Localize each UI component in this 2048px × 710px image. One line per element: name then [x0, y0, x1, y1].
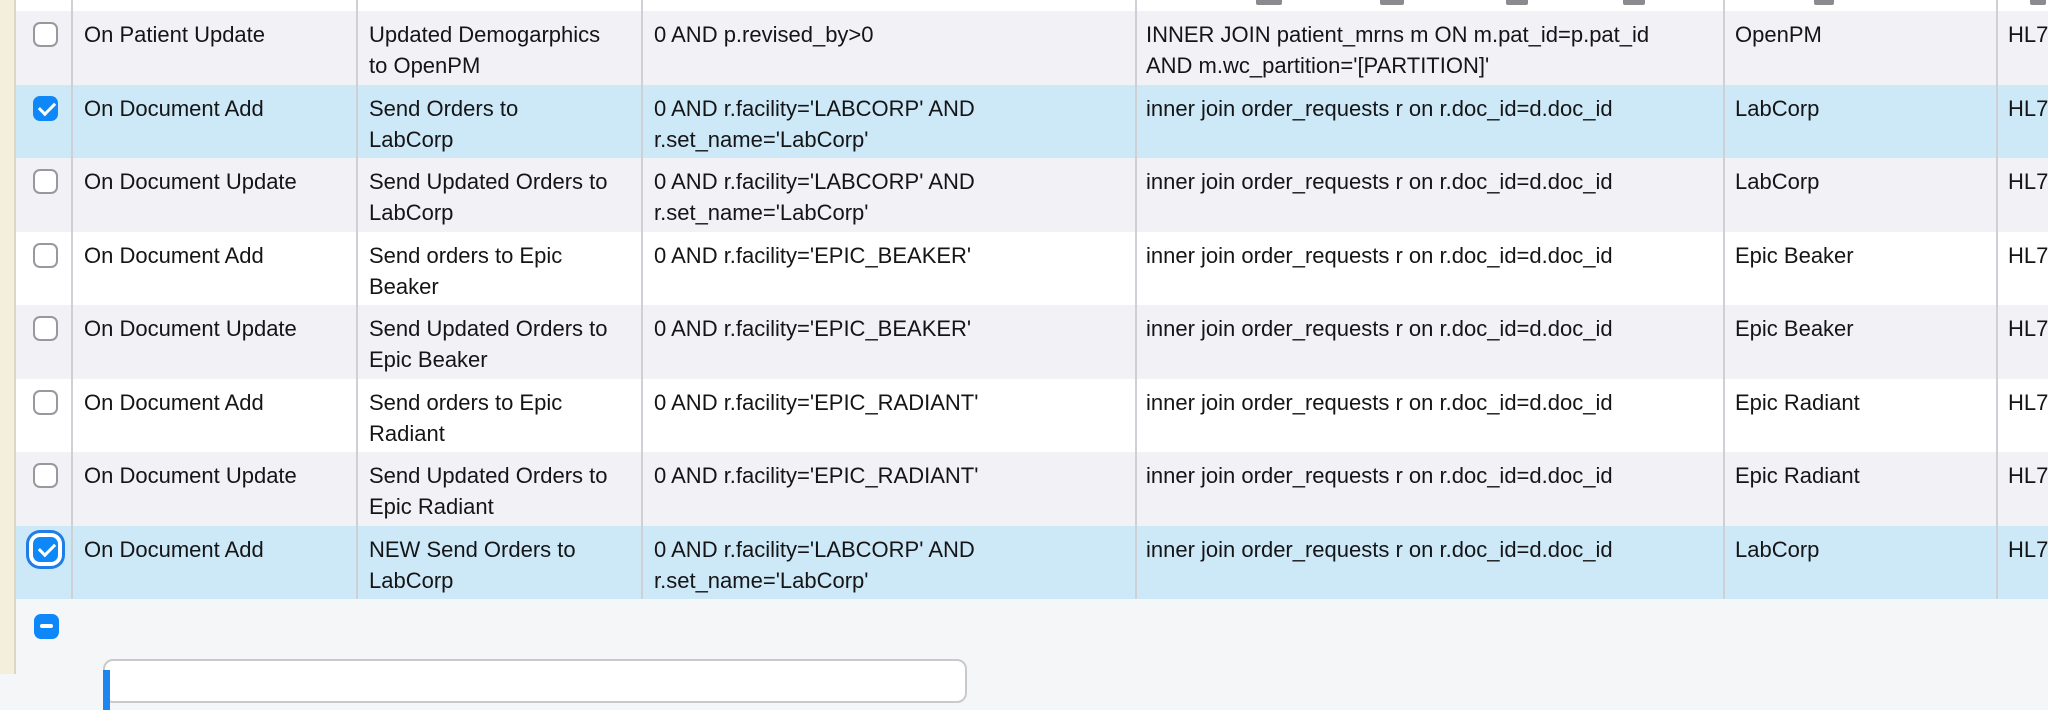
cell-join: inner join order_requests r on r.doc_id=…: [1137, 378, 1725, 452]
page: { "page": { "background_color": "#f5f6f8…: [0, 0, 2048, 674]
cell-description: Send Updated Orders to LabCorp: [358, 158, 643, 232]
cell-description: Send Updated Orders to Epic Radiant: [358, 452, 643, 526]
remove-row-button[interactable]: [34, 614, 59, 639]
cell-event: On Document Add: [73, 525, 358, 599]
clipped-text-fragment: [1623, 0, 1645, 5]
clipped-text-fragment: [1506, 0, 1528, 5]
clipped-text-fragment: [1256, 0, 1282, 5]
cell-event: On Document Update: [73, 452, 358, 526]
cell-condition: 0 AND r.facility='LABCORP' AND r.set_nam…: [643, 525, 1137, 599]
clipped-cell: [643, 0, 1137, 11]
cell-description: NEW Send Orders to LabCorp: [358, 525, 643, 599]
cell-protocol: HL7: [2008, 242, 2048, 268]
page-left-margin: [0, 0, 16, 674]
cell-join: inner join order_requests r on r.doc_id=…: [1137, 525, 1725, 599]
row-select-cell: [16, 305, 73, 379]
cell-join: INNER JOIN patient_mrns m ON m.pat_id=p.…: [1137, 11, 1725, 85]
cell-description: Send Updated Orders to Epic Beaker: [358, 305, 643, 379]
cell-event: On Document Add: [73, 84, 358, 158]
cell-facility: Epic Radiant: [1725, 452, 1998, 526]
minus-icon: [40, 624, 53, 628]
row-checkbox[interactable]: [33, 389, 58, 415]
cell-event: On Document Add: [73, 231, 358, 305]
cell-facility: LabCorp: [1725, 525, 1998, 599]
cell-facility: LabCorp: [1725, 84, 1998, 158]
cell-condition: 0 AND r.facility='EPIC_BEAKER': [643, 305, 1137, 379]
cell-event: On Document Update: [73, 158, 358, 232]
row-checkbox-checked-icon[interactable]: [33, 536, 58, 562]
cell-event: On Patient Update: [73, 11, 358, 85]
detail-panel: [103, 659, 967, 710]
cell-condition: 0 AND r.facility='LABCORP' AND r.set_nam…: [643, 158, 1137, 232]
cell-protocol: HL7: [2008, 316, 2048, 341]
cell-protocol: HL7: [2008, 536, 2048, 562]
cell-facility: Epic Beaker: [1725, 231, 1998, 305]
cell-description: Send orders to Epic Radiant: [358, 378, 643, 452]
cell-condition: 0 AND r.facility='EPIC_RADIANT': [643, 378, 1137, 452]
row-select-cell: [16, 525, 73, 599]
clipped-text-fragment: [2030, 0, 2046, 5]
row-select-cell: [16, 231, 73, 305]
cell-join: inner join order_requests r on r.doc_id=…: [1137, 84, 1725, 158]
cell-event: On Document Add: [73, 378, 358, 452]
panel-accent-bar: [103, 670, 110, 710]
cell-join: inner join order_requests r on r.doc_id=…: [1137, 305, 1725, 379]
row-checkbox[interactable]: [33, 169, 58, 194]
row-select-cell: [16, 84, 73, 158]
clipped-cell: [16, 0, 73, 11]
row-checkbox[interactable]: [33, 316, 58, 341]
row-checkbox[interactable]: [33, 242, 58, 268]
row-select-cell: [16, 158, 73, 232]
row-checkbox-checked-icon[interactable]: [33, 95, 58, 121]
row-checkbox[interactable]: [33, 463, 58, 488]
clipped-cell: [73, 0, 358, 11]
cell-description: Updated Demogarphics to OpenPM: [358, 11, 643, 85]
cell-protocol: HL7: [2008, 22, 2048, 47]
clipped-text-fragment: [1814, 0, 1834, 5]
cell-condition: 0 AND r.facility='EPIC_BEAKER': [643, 231, 1137, 305]
cell-protocol: HL7: [2008, 389, 2048, 415]
cell-condition: 0 AND r.facility='EPIC_RADIANT': [643, 452, 1137, 526]
cell-facility: OpenPM: [1725, 11, 1998, 85]
cell-protocol: HL7: [2008, 95, 2048, 121]
cell-protocol: HL7: [2008, 463, 2048, 488]
cell-description: Send orders to Epic Beaker: [358, 231, 643, 305]
clipped-cell: [1137, 0, 1725, 11]
cell-join: inner join order_requests r on r.doc_id=…: [1137, 231, 1725, 305]
row-select-cell: [16, 11, 73, 85]
clipped-row-above: [16, 0, 2048, 11]
cell-event: On Document Update: [73, 305, 358, 379]
clipped-cell: [1725, 0, 1998, 11]
cell-facility: Epic Beaker: [1725, 305, 1998, 379]
cell-description: Send Orders to LabCorp: [358, 84, 643, 158]
row-select-cell: [16, 378, 73, 452]
clipped-cell: [358, 0, 643, 11]
clipped-text-fragment: [1380, 0, 1404, 5]
cell-condition: 0 AND p.revised_by>0: [643, 11, 1137, 85]
cell-protocol: HL7: [2008, 169, 2048, 194]
cell-facility: LabCorp: [1725, 158, 1998, 232]
cell-facility: Epic Radiant: [1725, 378, 1998, 452]
row-select-cell: [16, 452, 73, 526]
row-checkbox[interactable]: [33, 22, 58, 47]
cell-condition: 0 AND r.facility='LABCORP' AND r.set_nam…: [643, 84, 1137, 158]
cell-join: inner join order_requests r on r.doc_id=…: [1137, 452, 1725, 526]
cell-join: inner join order_requests r on r.doc_id=…: [1137, 158, 1725, 232]
